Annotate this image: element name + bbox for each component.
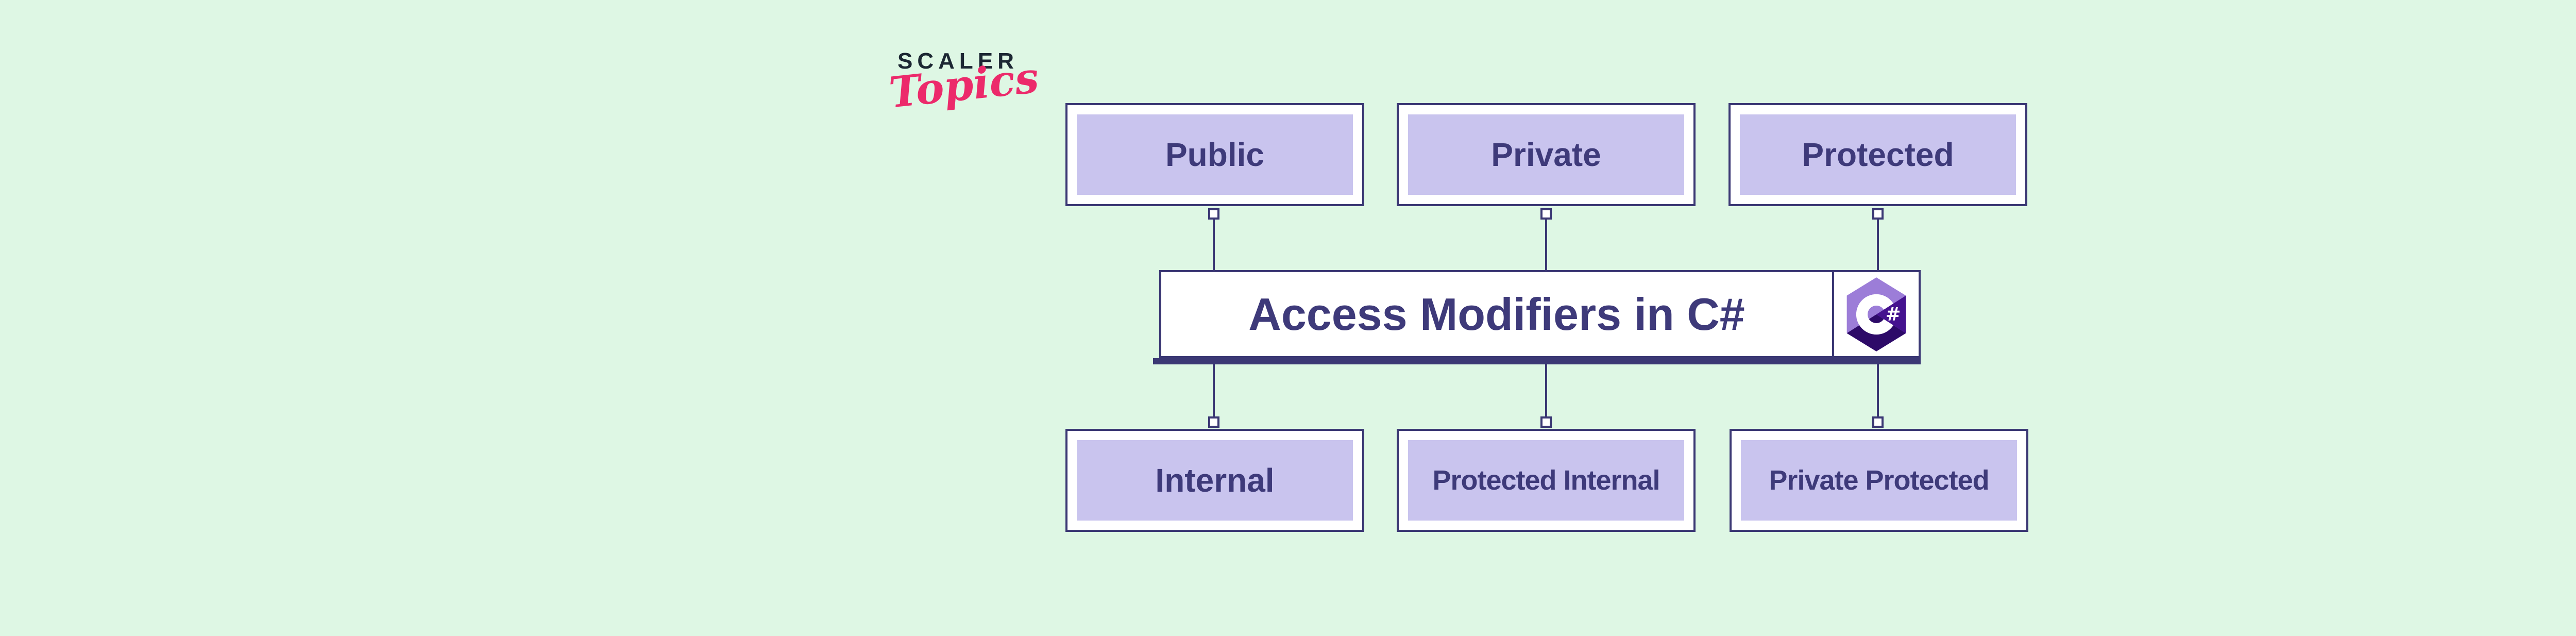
node-label-protected: Protected	[1802, 136, 1954, 173]
connector-square	[1208, 416, 1219, 428]
scaler-topics-logo: SCALER Topics	[887, 48, 1042, 118]
node-label-internal: Internal	[1155, 462, 1275, 499]
connector-line	[1213, 364, 1215, 416]
node-fill: Private	[1408, 114, 1684, 195]
connector-square	[1872, 208, 1884, 220]
connector-line	[1545, 364, 1547, 416]
node-private-protected: Private Protected	[1730, 429, 2028, 532]
diagram-title: Access Modifiers in C#	[1248, 288, 1745, 340]
connector-square	[1540, 416, 1552, 428]
node-fill: Internal	[1077, 440, 1353, 521]
title-box-bottom-bar	[1153, 358, 1921, 364]
node-protected: Protected	[1728, 103, 2027, 206]
node-label-private-protected: Private Protected	[1769, 465, 1989, 496]
connector-line	[1877, 219, 1879, 270]
node-fill: Protected Internal	[1408, 440, 1684, 521]
connector-square	[1208, 208, 1219, 220]
csharp-hash-glyph: #	[1886, 304, 1901, 325]
scaler-wordmark: SCALER	[897, 48, 1019, 74]
node-fill: Public	[1077, 114, 1353, 195]
node-protected-internal: Protected Internal	[1397, 429, 1696, 532]
connector-line	[1877, 364, 1879, 416]
connector-line	[1545, 219, 1547, 270]
csharp-logo-cell: #	[1832, 272, 1919, 356]
node-label-public: Public	[1165, 136, 1265, 173]
node-private: Private	[1397, 103, 1696, 206]
node-public: Public	[1065, 103, 1364, 206]
node-label-protected-internal: Protected Internal	[1432, 465, 1660, 496]
connector-line	[1213, 219, 1215, 270]
node-fill: Protected	[1740, 114, 2016, 195]
title-box: Access Modifiers in C# #	[1159, 270, 1921, 358]
title-cell: Access Modifiers in C#	[1161, 272, 1832, 356]
node-fill: Private Protected	[1741, 440, 2017, 521]
connector-square	[1540, 208, 1552, 220]
node-internal: Internal	[1065, 429, 1364, 532]
node-label-private: Private	[1491, 136, 1601, 173]
connector-square	[1872, 416, 1884, 428]
csharp-logo-icon: #	[1846, 277, 1906, 352]
